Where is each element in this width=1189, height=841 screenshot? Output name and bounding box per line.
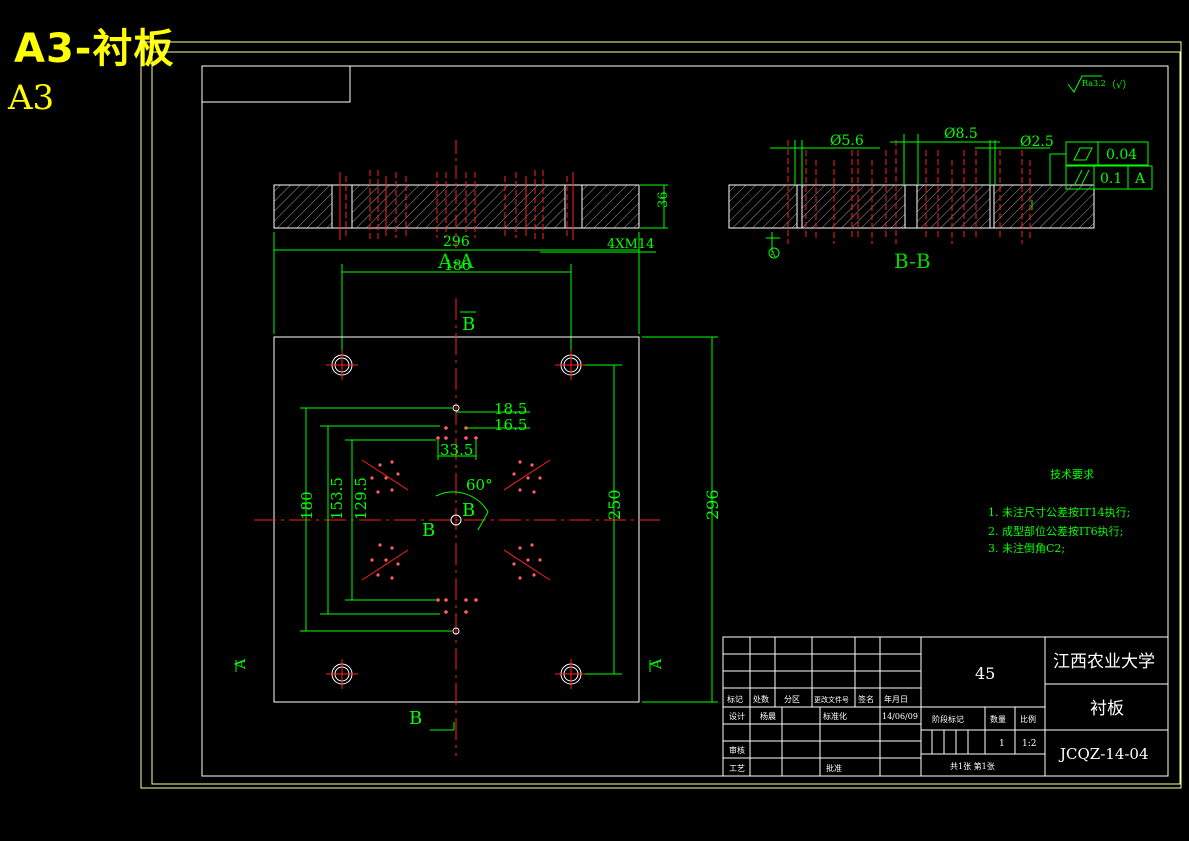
datum-a-marker: A [769, 250, 776, 259]
flatness-value: 0.04 [1106, 147, 1137, 163]
cut-label-center: B [462, 500, 475, 521]
cut-label-top: B [462, 314, 475, 335]
tech-item-2: 2. 成型部位公差按IT6执行; [988, 524, 1123, 538]
part-name: 衬板 [1090, 699, 1124, 719]
dim-height-296: 296 [703, 489, 722, 520]
corner-box [201, 65, 351, 103]
drawing-title: A3-衬板 [14, 26, 175, 72]
label-ratio: 比例 [1020, 714, 1036, 724]
tech-requirements: 技术要求 1. 未注尺寸公差按IT14执行; 2. 成型部位公差按IT6执行; … [988, 468, 1130, 555]
label-zone: 分区 [784, 695, 800, 704]
school-name: 江西农业大学 [1053, 652, 1155, 672]
outer-frame [140, 41, 1182, 789]
cut-label-bottom: B [409, 708, 422, 729]
dim-18-5: 18.5 [494, 400, 527, 418]
dim-16-5: 16.5 [494, 416, 527, 434]
label-review: 审核 [729, 745, 745, 755]
width-dim: 296 [443, 234, 470, 250]
section-label-aa: A-A [437, 249, 474, 273]
dim-d1: Ø5.6 [830, 133, 864, 149]
label-approve: 批准 [826, 763, 842, 773]
angle-dim: 60° [466, 476, 493, 494]
label-stage-mark: 阶段标记 [932, 714, 964, 724]
designer: 杨晨 [760, 711, 776, 721]
top-section-view: 36 296 186 A-A 4XM14 [273, 140, 671, 368]
tech-item-3: 3. 未注倒角C2; [988, 541, 1065, 555]
sheet-size-label: A3 [8, 78, 55, 118]
tech-item-1: 1. 未注尺寸公差按IT14执行; [988, 505, 1130, 519]
title-block-text: 45 江西农业大学 衬板 JCQZ-14-04 1 1:2 14/06/09 杨… [727, 652, 1155, 773]
dim-153-5: 153.5 [328, 477, 346, 520]
thread-note: 4XM14 [607, 237, 654, 252]
cut-label-center-left: B [422, 520, 435, 541]
label-change-doc: 更改文件号 [814, 695, 849, 704]
label-weight: 数量 [990, 714, 1006, 724]
label-process: 工艺 [729, 764, 745, 773]
inner-frame [201, 65, 1169, 777]
scale: 1:2 [1022, 739, 1036, 749]
svg-text:Ra3.2: Ra3.2 [1082, 79, 1106, 88]
middle-frame [151, 51, 1181, 785]
label-mark: 标记 [727, 694, 743, 704]
dim-129-5: 129.5 [352, 477, 370, 520]
drawing-number: JCQZ-14-04 [1058, 745, 1149, 763]
label-standard: 标准化 [823, 711, 847, 721]
quantity: 1 [999, 739, 1005, 749]
roughness-symbol: Ra3.2 （√） [1067, 75, 1132, 93]
section-label-bb: B-B [894, 249, 931, 273]
parallelism-value: 0.1 [1100, 171, 1122, 187]
dim-hole-spacing-250: 250 [605, 489, 624, 520]
material: 45 [975, 664, 995, 683]
label-ymd: 年月日 [884, 694, 908, 704]
view-label-right: A [649, 658, 665, 670]
dim-180: 180 [298, 491, 316, 520]
tech-heading: 技术要求 [1050, 468, 1094, 481]
label-count: 处数 [753, 694, 769, 704]
plan-view: 296 250 180 153.5 129.5 18.5 16.5 33.5 6… [233, 298, 722, 756]
bb-section-view: A Ø5.6 Ø8.5 Ø2.5 B-B 0.04 0.1 A [728, 126, 1153, 273]
thickness-dim: 36 [656, 191, 671, 208]
sheet-count: 共1张 第1张 [950, 761, 995, 771]
title-block [722, 636, 1169, 777]
label-sign: 签名 [858, 694, 874, 704]
dim-d2: Ø8.5 [944, 126, 978, 142]
svg-text:（√）: （√） [1106, 79, 1132, 91]
hole-spacing-dim: 186 [444, 258, 471, 274]
dim-d3: Ø2.5 [1020, 134, 1054, 150]
label-design: 设计 [729, 711, 745, 721]
dim-33-5: 33.5 [440, 441, 473, 459]
date: 14/06/09 [882, 712, 918, 721]
parallelism-datum: A [1134, 171, 1146, 187]
view-label-left: A [233, 658, 249, 670]
